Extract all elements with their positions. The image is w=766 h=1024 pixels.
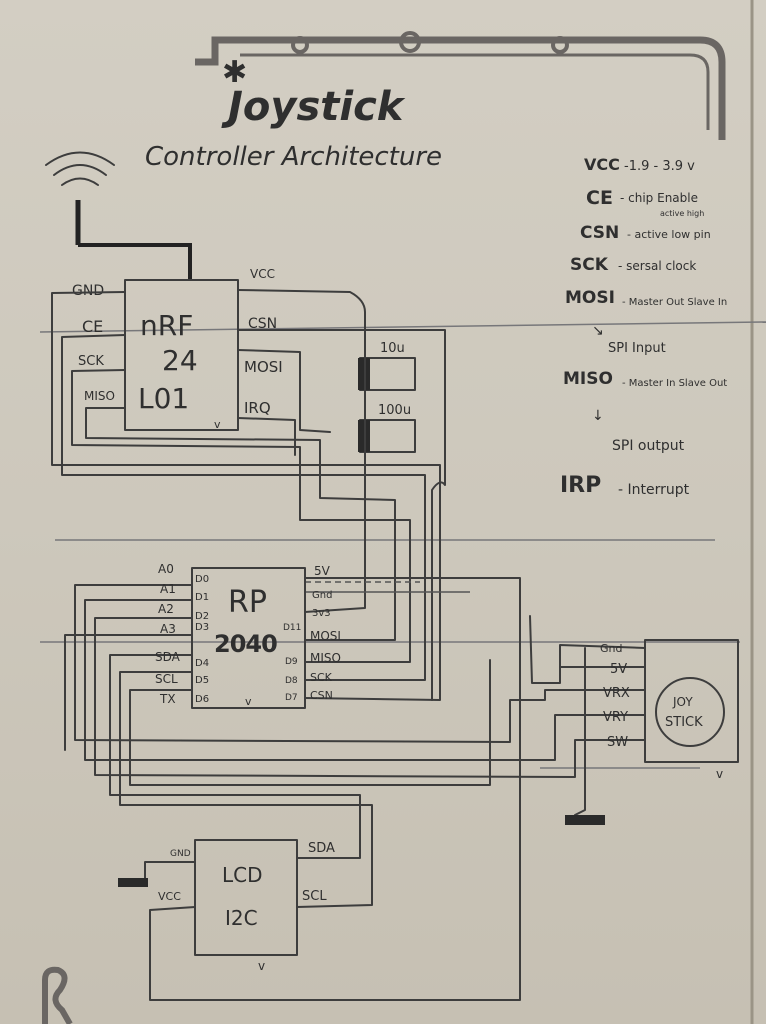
capacitor-10u-label: 10u xyxy=(380,341,405,356)
ornament-frame xyxy=(42,31,726,1024)
pin-label: IRQ xyxy=(244,399,271,417)
checkmark: v xyxy=(716,767,723,781)
rp2040-pin-labels: A0 A1 A2 A3 SDA SCL TX D0 D1 D2 D3 D4 D5… xyxy=(155,562,341,708)
pin-label: D9 xyxy=(285,657,298,667)
pin-label: MOSI xyxy=(244,358,283,376)
antenna-icon xyxy=(45,151,192,280)
pin-label: VCC xyxy=(250,267,275,281)
pin-label: D5 xyxy=(195,675,209,686)
pin-label: A3 xyxy=(160,622,176,636)
pin-label: D3 xyxy=(195,622,209,633)
checkmark: v xyxy=(214,418,221,431)
wires xyxy=(51,289,646,1001)
pin-label: D4 xyxy=(195,658,209,669)
pin-label: D11 xyxy=(283,623,301,633)
legend-term: CSN xyxy=(580,223,619,243)
pin-label: D8 xyxy=(285,676,298,686)
lcd-i2c-module: LCD I2C GND VCC SDA SCL v xyxy=(158,839,335,973)
legend-desc: -1.9 - 3.9 v xyxy=(624,159,695,174)
rp-name: 2040 xyxy=(214,630,277,658)
legend-sub: SPI Input xyxy=(608,341,666,356)
legend-term: MOSI xyxy=(565,288,615,308)
lcd-name: I2C xyxy=(225,906,258,930)
pin-label: MOSI xyxy=(310,629,341,643)
pin-label: SCL xyxy=(302,889,327,904)
title-line2: Controller Architecture xyxy=(145,142,442,172)
pin-label: MISO xyxy=(310,651,341,665)
arrow-icon: ↘ xyxy=(592,323,604,339)
pin-label: VRX xyxy=(603,686,630,701)
legend-desc: - Interrupt xyxy=(618,482,690,498)
legend-term: SCK xyxy=(570,255,609,275)
legend-desc: - Master Out Slave In xyxy=(622,297,727,308)
pin-label: SDA xyxy=(155,650,181,664)
pin-label: CSN xyxy=(310,689,333,702)
pin-label: VRY xyxy=(603,710,628,725)
nrf24l01-module: nRF 24 L01 GND CE SCK MISO VCC CSN MOSI … xyxy=(72,267,283,431)
pin-label: GND xyxy=(170,849,191,859)
capacitors: 10u 100u xyxy=(358,341,416,453)
legend-term: IRP xyxy=(560,473,601,498)
pin-label: A0 xyxy=(158,562,174,576)
rp-name: RP xyxy=(228,585,267,620)
capacitor-100u-label: 100u xyxy=(378,403,411,418)
checkmark: v xyxy=(258,959,265,973)
pin-label: D0 xyxy=(195,574,209,585)
pin-label: 5V xyxy=(314,564,331,578)
pin-label: CSN xyxy=(248,316,277,332)
pin-label: VCC xyxy=(158,890,181,903)
ruled-lines xyxy=(39,321,766,769)
legend-term: VCC xyxy=(584,155,620,174)
pin-label: SCL xyxy=(155,672,178,686)
pin-label: Gnd xyxy=(600,642,622,655)
pin-label: A2 xyxy=(158,602,174,616)
nrf-name: 24 xyxy=(162,344,198,377)
legend-sub: SPI output xyxy=(612,438,685,454)
pin-label: CE xyxy=(82,317,103,336)
legend-term: CE xyxy=(586,187,613,209)
checkmark: v xyxy=(245,695,252,708)
legend-desc: - sersal clock xyxy=(618,259,696,273)
legend-desc: - Master In Slave Out xyxy=(622,378,727,389)
pin-label: TX xyxy=(159,692,176,706)
pin-label: D2 xyxy=(195,611,209,622)
lcd-name: LCD xyxy=(222,863,263,887)
pin-label: D1 xyxy=(195,592,209,603)
pin-label: SCK xyxy=(310,671,333,684)
legend-note: active high xyxy=(660,209,704,218)
rp2040-module: RP 2040 xyxy=(191,567,306,709)
pin-label: A1 xyxy=(160,582,176,596)
pin-label: GND xyxy=(72,283,104,299)
nrf-name: L01 xyxy=(138,382,189,415)
joystick-name: STICK xyxy=(665,715,703,730)
pin-label: Gnd xyxy=(312,590,332,601)
joystick-name: JOY xyxy=(672,695,693,709)
pin-label: 3v3 xyxy=(312,608,331,619)
arrow-icon: ↓ xyxy=(592,408,604,424)
pin-label: SDA xyxy=(308,841,335,856)
pin-legend: VCC -1.9 - 3.9 v CE - chip Enable active… xyxy=(560,155,727,498)
title-line1: Joystick xyxy=(221,84,406,130)
legend-desc: - chip Enable xyxy=(620,191,698,205)
nrf-name: nRF xyxy=(140,309,193,342)
pin-label: D6 xyxy=(195,694,209,705)
pin-label: D7 xyxy=(285,693,298,703)
pin-label: SCK xyxy=(78,354,104,369)
star-icon: ✱ xyxy=(222,55,247,90)
pin-label: 5V xyxy=(610,662,627,677)
pin-label: MISO xyxy=(84,389,115,403)
joystick-module: JOY STICK Gnd 5V VRX VRY SW v xyxy=(600,639,739,781)
legend-desc: - active low pin xyxy=(627,228,711,241)
pin-label: SW xyxy=(607,735,628,750)
legend-term: MISO xyxy=(563,369,613,389)
